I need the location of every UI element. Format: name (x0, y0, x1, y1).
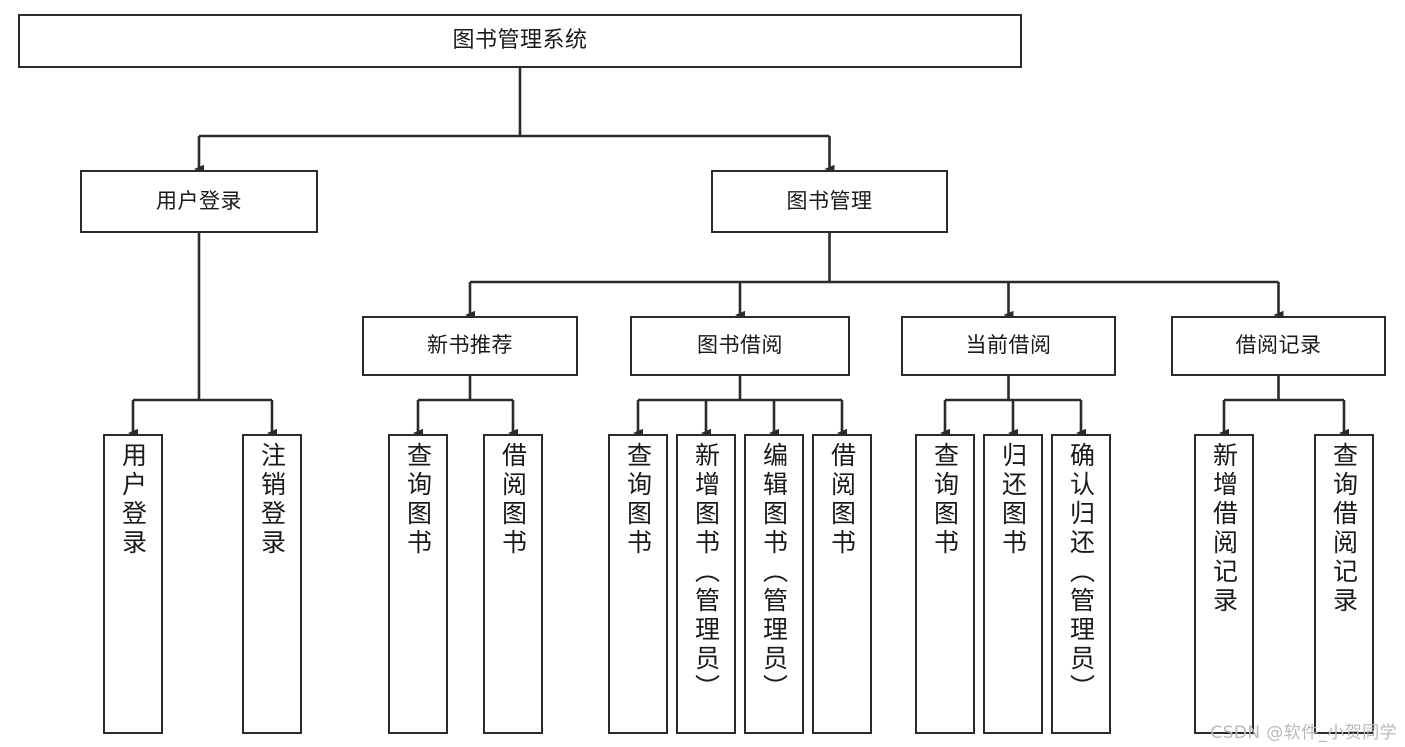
node-label: 查询图书 (403, 442, 433, 558)
node-l5: 查询图书 (608, 434, 668, 734)
node-label: 新增借阅记录 (1209, 442, 1239, 616)
node-login: 用户登录 (80, 170, 318, 233)
node-label: 图书管理 (786, 188, 873, 213)
node-label: 用户登录 (156, 188, 242, 213)
node-l7: 编辑图书（管理员） (744, 434, 804, 734)
node-l11: 确认归还（管理员） (1051, 434, 1111, 734)
node-records: 借阅记录 (1171, 316, 1386, 376)
node-label: 注销登录 (257, 442, 287, 558)
node-label: 查询图书 (930, 442, 960, 558)
node-label: 查询图书 (623, 442, 653, 558)
node-l6: 新增图书（管理员） (676, 434, 736, 734)
node-label: 借阅图书 (498, 442, 528, 558)
node-bookmgr: 图书管理 (711, 170, 948, 233)
node-label: 新书推荐 (427, 333, 513, 358)
node-l2: 注销登录 (242, 434, 302, 734)
edge-paths (128, 68, 1349, 438)
node-l10: 归还图书 (983, 434, 1043, 734)
node-root: 图书管理系统 (18, 14, 1022, 68)
node-label: 查询借阅记录 (1329, 442, 1359, 616)
node-label: 新增图书（管理员） (691, 442, 721, 703)
node-label: 图书借阅 (697, 333, 783, 358)
node-borrow: 图书借阅 (630, 316, 850, 376)
node-l12: 新增借阅记录 (1194, 434, 1254, 734)
node-label: 用户登录 (118, 442, 148, 558)
node-label: 当前借阅 (965, 333, 1052, 358)
node-label: 图书管理系统 (452, 27, 588, 53)
node-current: 当前借阅 (901, 316, 1116, 376)
node-l8: 借阅图书 (812, 434, 872, 734)
node-label: 确认归还（管理员） (1066, 442, 1096, 703)
node-label: 编辑图书（管理员） (759, 442, 789, 703)
node-l3: 查询图书 (388, 434, 448, 734)
node-l9: 查询图书 (915, 434, 975, 734)
node-label: 归还图书 (998, 442, 1028, 558)
node-l4: 借阅图书 (483, 434, 543, 734)
node-l1: 用户登录 (103, 434, 163, 734)
node-label: 借阅记录 (1235, 333, 1322, 358)
node-newbook: 新书推荐 (362, 316, 578, 376)
node-l13: 查询借阅记录 (1314, 434, 1374, 734)
node-label: 借阅图书 (827, 442, 857, 558)
